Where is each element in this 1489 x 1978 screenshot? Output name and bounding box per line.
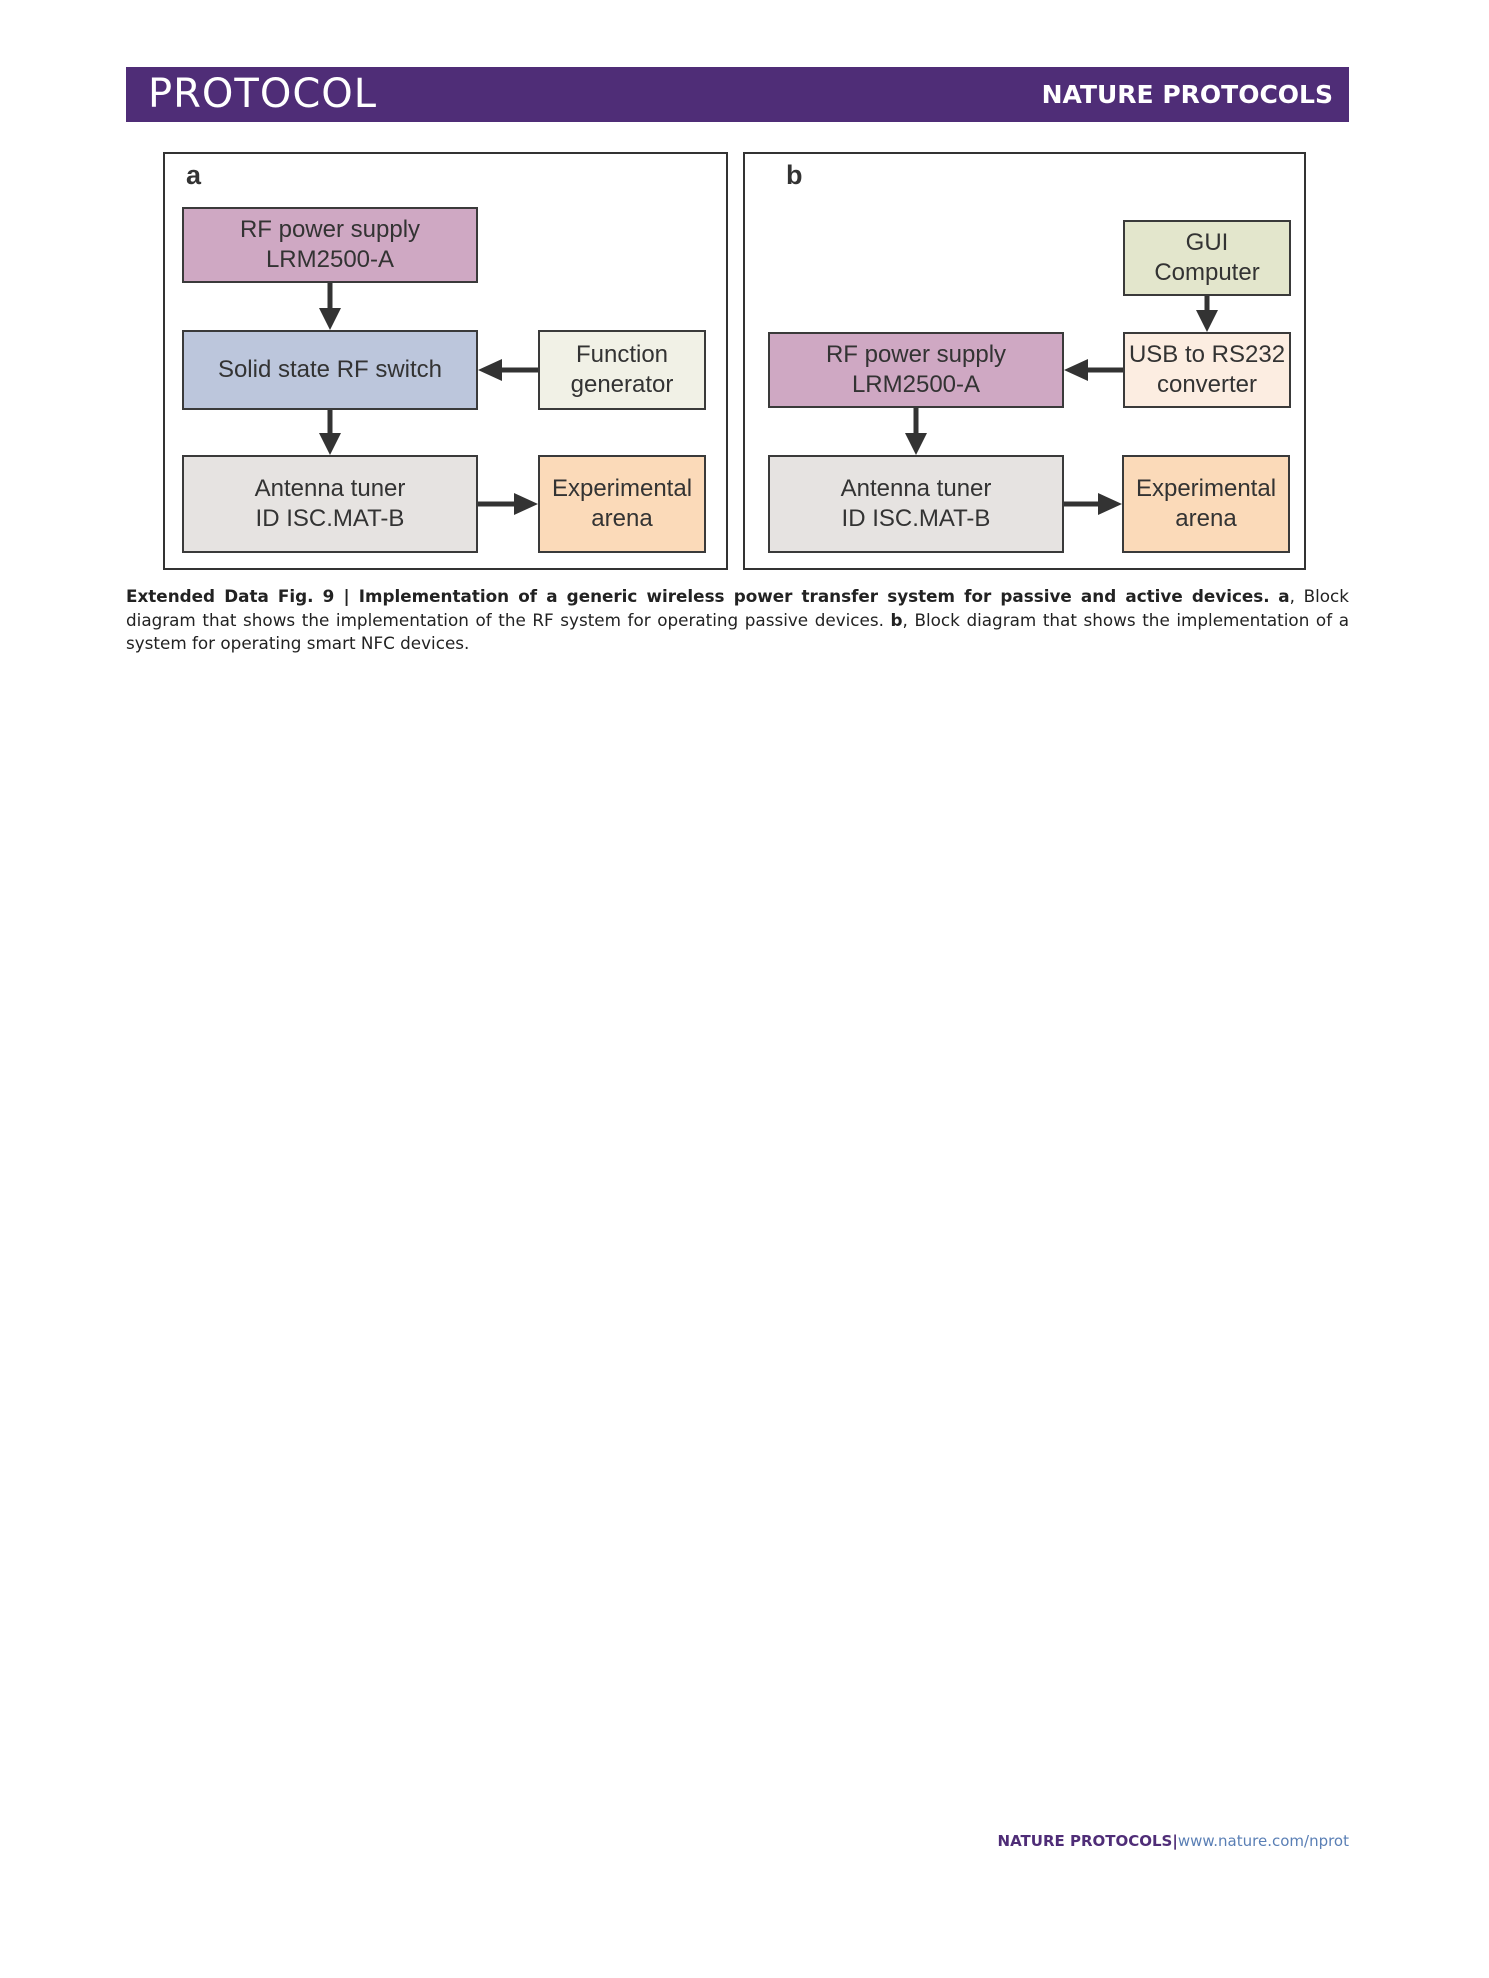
arrow-tuner-to-arena-a-head	[514, 493, 538, 515]
rf-power-supply-box-a: RF power supply LRM2500-A	[182, 207, 478, 283]
function-generator-box: Function generator	[538, 330, 706, 410]
experimental-arena-box-a: Experimental arena	[538, 455, 706, 553]
arrow-tuner-to-arena-b-head	[1098, 493, 1122, 515]
caption-a-label: a	[1278, 586, 1290, 606]
caption-a-text: , Block diagram that shows the implement…	[126, 586, 1349, 630]
journal-name: NATURE PROTOCOLS	[1041, 80, 1333, 109]
arrow-rf-supply-to-switch-head	[319, 308, 341, 330]
rf-switch-box: Solid state RF switch	[182, 330, 478, 410]
caption-title: Implementation of a generic wireless pow…	[358, 586, 1270, 606]
footer-url-link[interactable]: www.nature.com/nprot	[1177, 1832, 1349, 1850]
arrow-switch-to-tuner-head	[319, 433, 341, 455]
caption-fig-label: Extended Data Fig. 9 |	[126, 586, 359, 606]
arrow-gui-to-usb-head	[1196, 310, 1218, 332]
footer-journal: NATURE PROTOCOLS	[997, 1832, 1173, 1850]
caption-b-text: , Block diagram that shows the implement…	[126, 609, 1349, 654]
figure-caption: Extended Data Fig. 9 | Implementation of…	[126, 585, 1349, 656]
section-title: PROTOCOL	[148, 71, 378, 117]
panel-b-label: b	[786, 160, 803, 190]
experimental-arena-box-b: Experimental arena	[1122, 455, 1290, 553]
section-header-bar: PROTOCOL NATURE PROTOCOLS	[126, 67, 1349, 122]
footer-separator: |	[1172, 1832, 1178, 1850]
arrow-function-gen-to-switch-head	[478, 359, 502, 381]
gui-computer-box: GUI Computer	[1123, 220, 1291, 296]
antenna-tuner-box-a: Antenna tuner ID ISC.MAT-B	[182, 455, 478, 553]
usb-converter-box: USB to RS232 converter	[1123, 332, 1291, 408]
panel-a-label: a	[186, 160, 202, 190]
connector-arrows	[319, 283, 1218, 515]
arrow-usb-to-rf-supply-head	[1064, 359, 1088, 381]
caption-b-label: b	[890, 609, 903, 630]
antenna-tuner-box-b: Antenna tuner ID ISC.MAT-B	[768, 455, 1064, 553]
page-footer: NATURE PROTOCOLS|www.nature.com/nprot	[998, 1832, 1349, 1850]
rf-power-supply-box-b: RF power supply LRM2500-A	[768, 332, 1064, 408]
arrow-rf-supply-to-tuner-head	[905, 433, 927, 455]
